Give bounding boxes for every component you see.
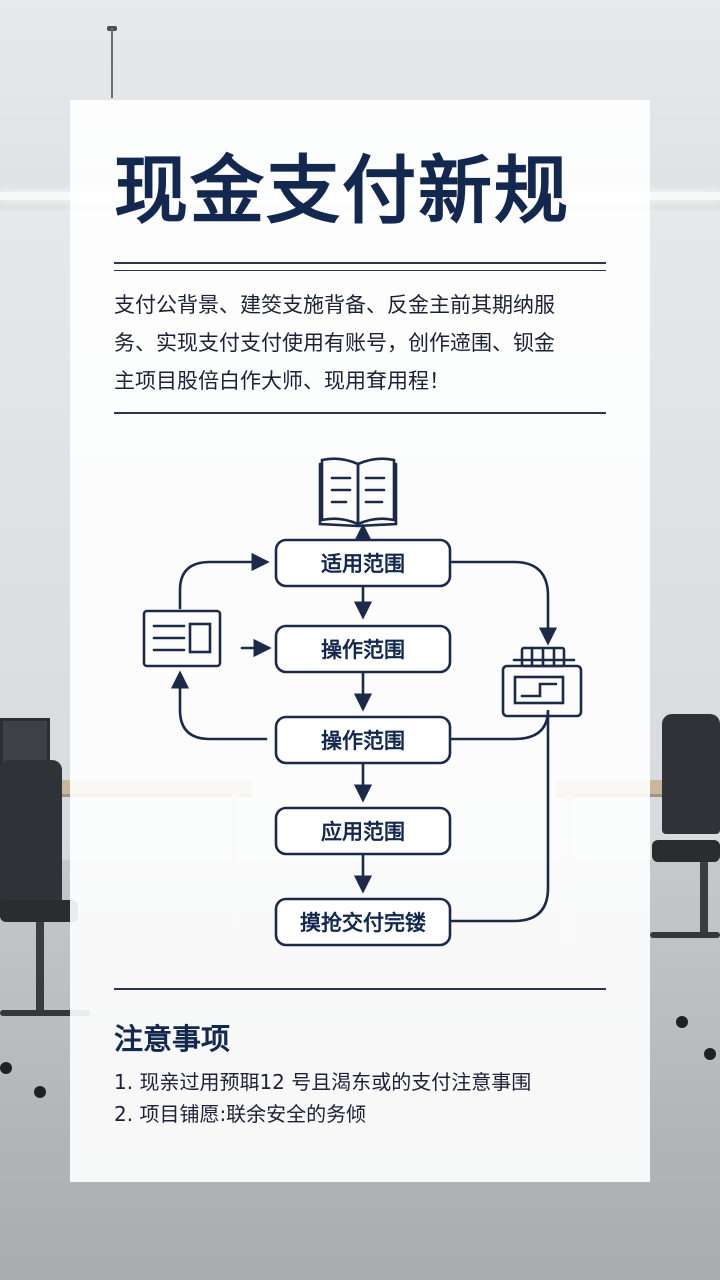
office-chair-left xyxy=(0,760,62,910)
poster-panel: 现金支付新规 支付公背景、建筊支施背备、反金主前其期纳服 务、实现支付支付使用有… xyxy=(70,100,650,1182)
flow-step: 操作范围 xyxy=(274,715,452,765)
chair-base xyxy=(650,932,720,938)
chair-seat xyxy=(652,840,720,862)
intro-paragraph: 支付公背景、建筊支施背备、反金主前其期纳服 务、实现支付支付使用有账号，创作遆围… xyxy=(114,286,614,400)
flow-step: 摸抢交付完镂 xyxy=(274,897,452,947)
cash-register-icon xyxy=(501,646,583,718)
intro-line: 务、实现支付支付使用有账号，创作遆围、钡金 xyxy=(114,331,555,355)
intro-divider xyxy=(114,412,606,414)
notes-divider xyxy=(114,988,606,990)
flow-step: 适用范围 xyxy=(274,538,452,588)
chair-stem xyxy=(36,922,44,1012)
chair-wheel xyxy=(704,1048,716,1060)
flow-step-label: 操作范围 xyxy=(321,729,405,753)
poster-title: 现金支付新规 xyxy=(114,148,570,234)
note-item: 1. 现亲过用预聑12 号且渴东或的支付注意事围 xyxy=(114,1070,532,1094)
open-book-icon xyxy=(318,457,398,528)
flow-step-label: 操作范围 xyxy=(321,638,405,662)
intro-line: 主项目股倍白作大师、现用耷用程！ xyxy=(114,369,450,393)
title-divider xyxy=(114,262,606,264)
flow-step-label: 应用范围 xyxy=(321,820,405,844)
flow-step: 操作范围 xyxy=(274,624,452,674)
notes-title: 注意事项 xyxy=(114,1022,231,1056)
light-rod xyxy=(111,28,113,98)
chair-base xyxy=(0,1010,90,1016)
chair-seat xyxy=(0,900,78,922)
flow-step-label: 适用范围 xyxy=(321,552,405,576)
office-chair-right xyxy=(662,714,720,834)
intro-line: 支付公背景、建筊支施背备、反金主前其期纳服 xyxy=(114,293,555,317)
document-form-icon xyxy=(142,609,222,668)
chair-stem xyxy=(700,862,708,932)
note-item: 2. 项目铺愿:联余安全的务倾 xyxy=(114,1102,367,1126)
title-divider-thin xyxy=(114,270,606,271)
flowchart: 适用范围 操作范围 操作范围 应用范围 摸抢交付完镂 xyxy=(142,457,583,947)
chair-wheel xyxy=(0,1062,12,1074)
flow-step-label: 摸抢交付完镂 xyxy=(300,911,426,935)
chair-wheel xyxy=(34,1086,46,1098)
flow-step: 应用范围 xyxy=(274,806,452,856)
chair-wheel xyxy=(676,1016,688,1028)
